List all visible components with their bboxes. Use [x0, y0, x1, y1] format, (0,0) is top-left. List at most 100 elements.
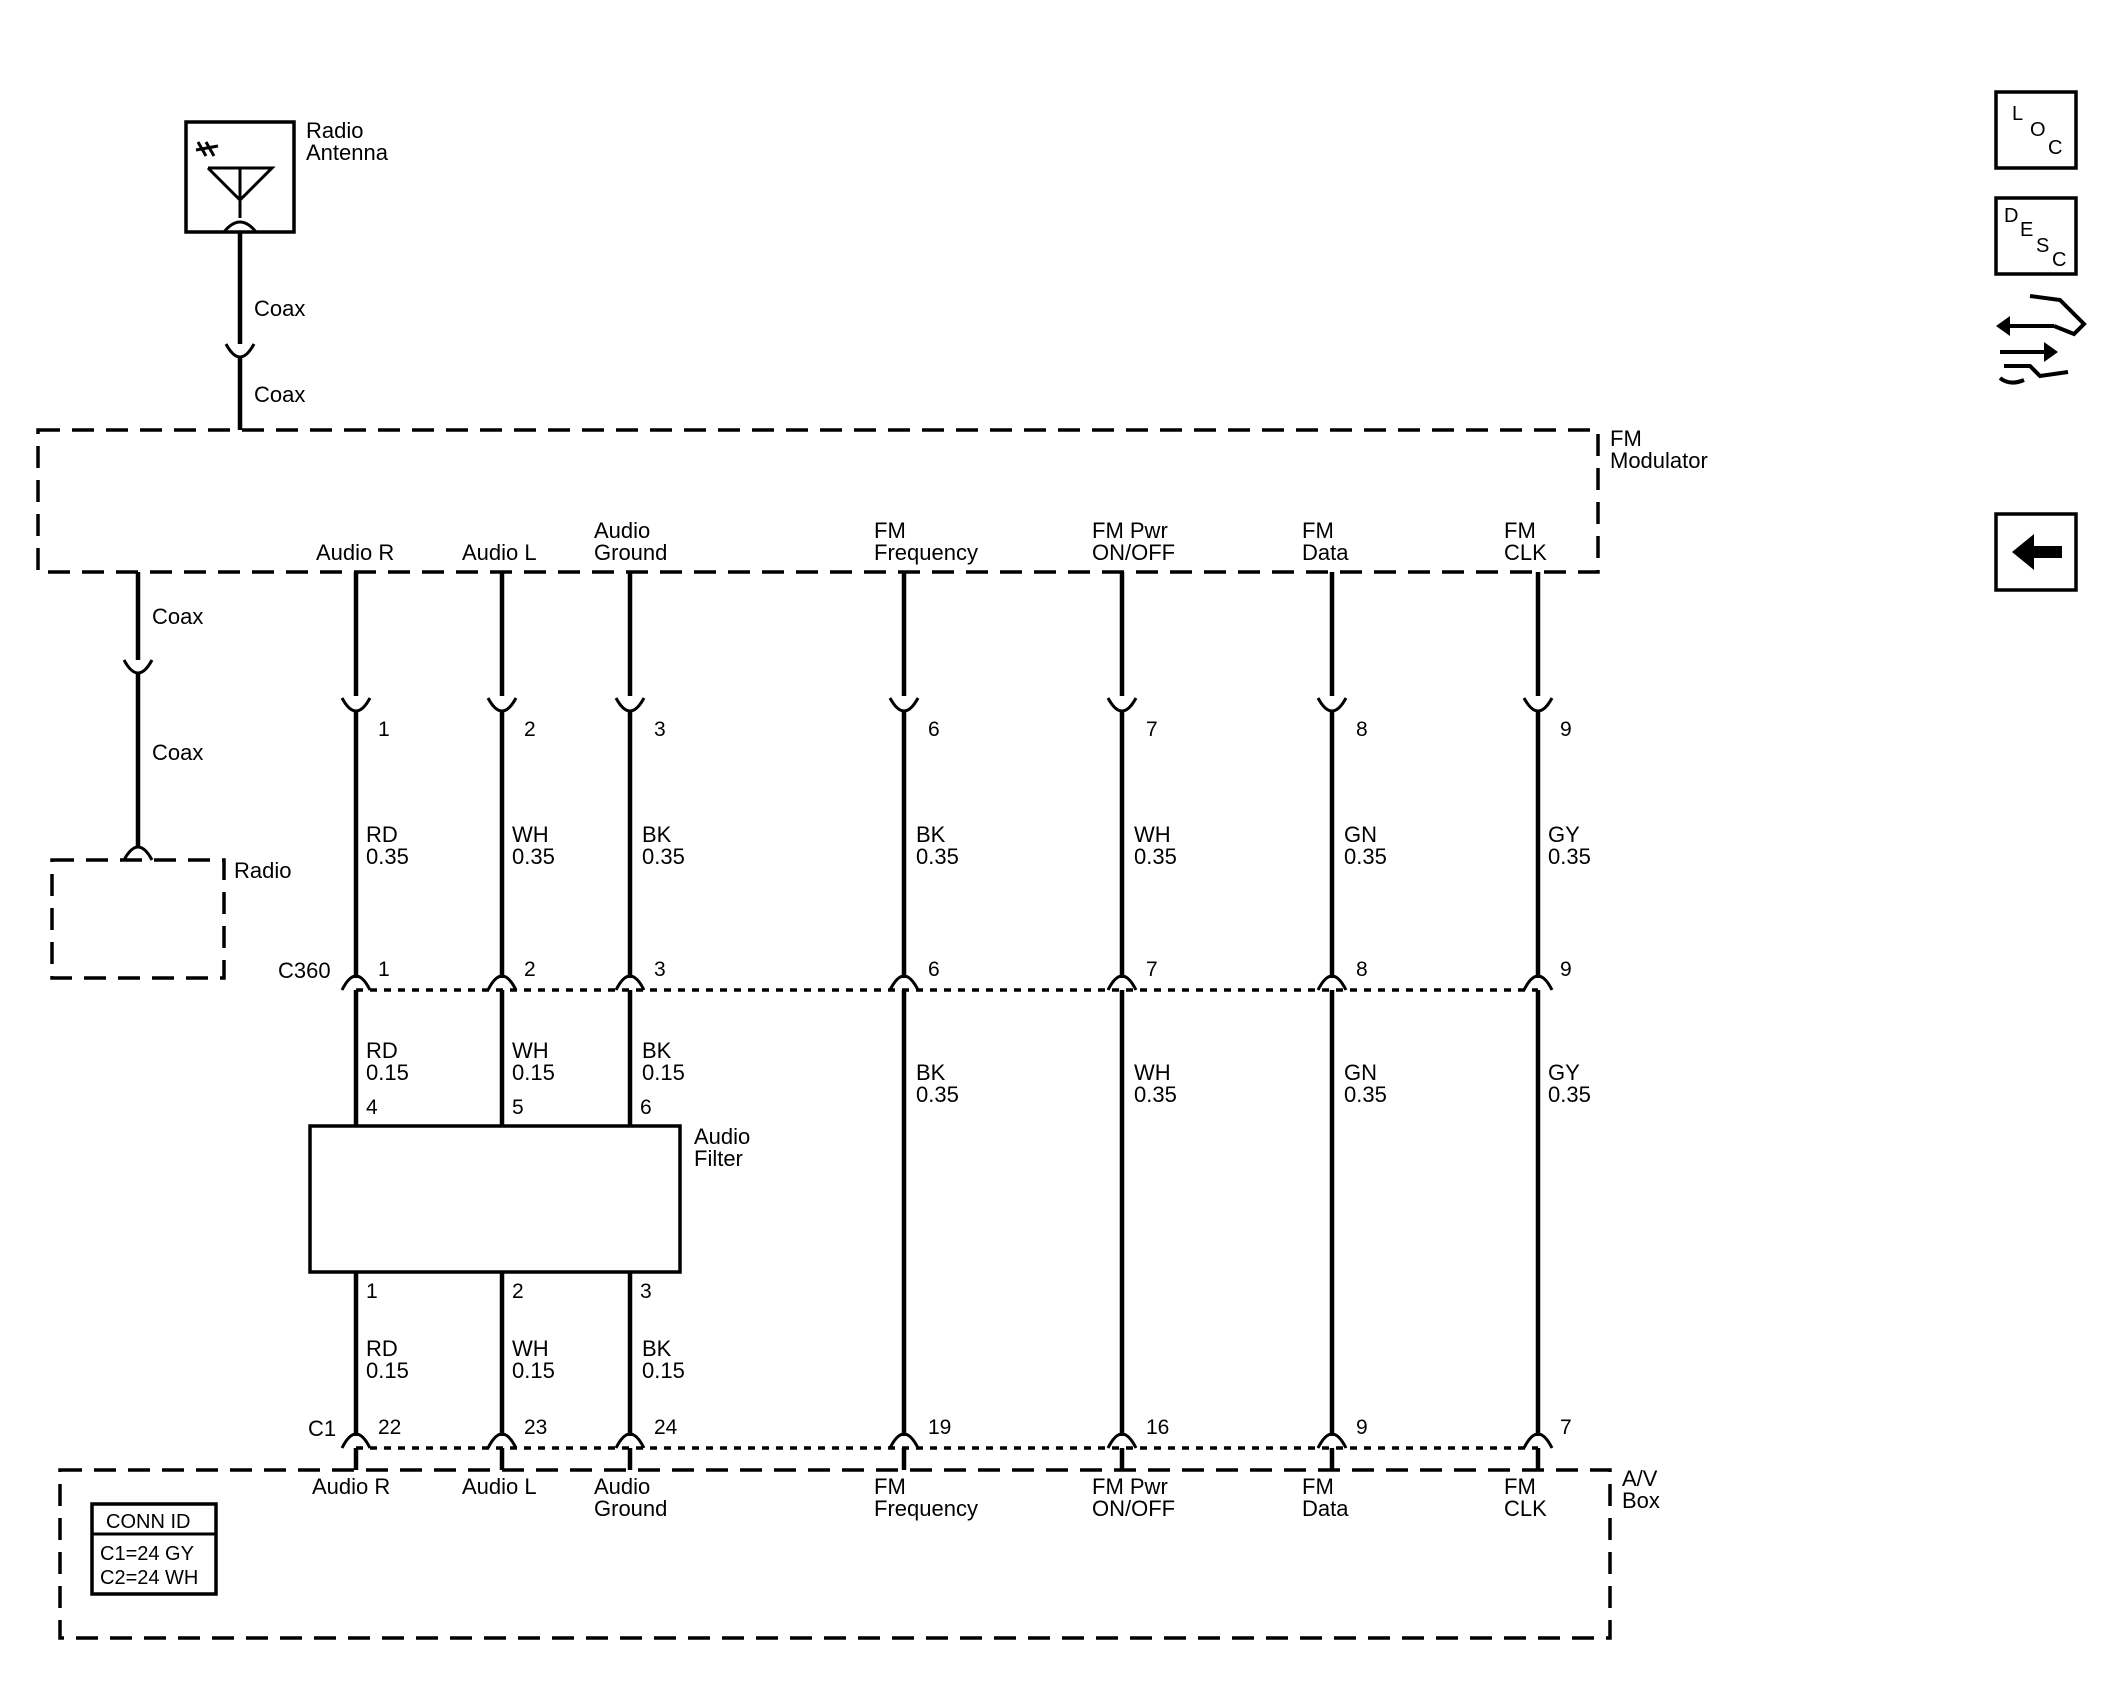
fm-mod-pin-label-2: ON/OFF	[1092, 540, 1175, 565]
av-box-label-2: Box	[1622, 1488, 1660, 1513]
filter-out-pin: 3	[640, 1280, 652, 1303]
av-box-pin-label: Audio R	[312, 1474, 390, 1499]
wire-gauge: 0.35	[366, 844, 409, 869]
wire-color: GN	[1344, 1060, 1377, 1085]
filter-in-pin: 5	[512, 1096, 524, 1119]
wire-color: GY	[1548, 1060, 1580, 1085]
fm-modulator-label-1: FM	[1610, 426, 1642, 451]
filter-in-pin: 6	[640, 1096, 652, 1119]
fm-mod-pin-label-2: CLK	[1504, 540, 1547, 565]
wire-gauge: 0.35	[916, 844, 959, 869]
c1-label: C1	[308, 1416, 336, 1441]
wire-gauge: 0.35	[512, 844, 555, 869]
av-box-pin-label-2: Frequency	[874, 1496, 978, 1521]
desc-button[interactable]: D E S C	[1994, 196, 2078, 276]
wire-gauge: 0.35	[1134, 1082, 1177, 1107]
wire-gauge: 0.15	[512, 1060, 555, 1085]
coax-label-c: Coax	[152, 604, 203, 629]
coax-connector-mid	[122, 659, 154, 675]
circuit-fm-clk: FM CLK 9 GY 0.35 9 GY 0.35 7 FM CLK	[1504, 518, 1591, 1521]
wire-color: GY	[1548, 822, 1580, 847]
av-box-outline	[58, 1468, 1612, 1640]
wire-gauge: 0.15	[642, 1060, 685, 1085]
fm-modulator-label-2: Modulator	[1610, 448, 1708, 473]
wire-color: WH	[512, 822, 549, 847]
av-box-pin-label-1: FM	[1504, 1474, 1536, 1499]
av-box-pin-label-1: FM	[874, 1474, 906, 1499]
fm-modulator-box	[36, 428, 1600, 574]
circuit-fm-frequency: FM Frequency 6 BK 0.35 6 BK 0.35 19 FM F…	[874, 518, 978, 1521]
fm-mod-pin-label: Audio L	[462, 540, 537, 565]
desc-icon[interactable]	[1994, 196, 2078, 276]
component-swap-icon[interactable]	[1996, 294, 2087, 385]
wire-gauge: 0.15	[366, 1060, 409, 1085]
coax-connector-radio	[122, 845, 154, 861]
radio-box	[50, 858, 226, 980]
fm-mod-pin-label-1: FM	[874, 518, 906, 543]
wire-gauge: 0.35	[1344, 844, 1387, 869]
wire-gauge: 0.35	[1548, 844, 1591, 869]
conn-id-title: CONN ID	[106, 1511, 190, 1533]
c360-pin: 9	[1560, 958, 1572, 981]
circuit-fm-data: FM Data 8 GN 0.35 8 GN 0.35 9 FM Data	[1302, 518, 1387, 1521]
c360-pin: 7	[1146, 958, 1158, 981]
conn-id-table: CONN ID C1=24 GY C2=24 WH	[90, 1502, 218, 1596]
svg-text:C: C	[2048, 137, 2062, 159]
radio-label: Radio	[234, 858, 291, 883]
fm-mod-pin-number: 8	[1356, 718, 1368, 741]
c1-pin: 9	[1356, 1416, 1368, 1439]
av-box-pin-label-2: Ground	[594, 1496, 667, 1521]
wire-color: WH	[512, 1336, 549, 1361]
filter-out-pin: 1	[366, 1280, 378, 1303]
fm-mod-pin-label-1: FM	[1504, 518, 1536, 543]
fm-mod-pin-label-1: Audio	[594, 518, 650, 543]
audio-filter-label-2: Filter	[694, 1146, 743, 1171]
wire-color: GN	[1344, 822, 1377, 847]
radio-antenna: Radio Antenna	[184, 118, 389, 234]
filter-out-pin: 2	[512, 1280, 524, 1303]
c1-pin: 19	[928, 1416, 951, 1439]
fm-mod-pin-number: 2	[524, 718, 536, 741]
circuit-audio-ground: Audio Ground 3 BK 0.35 3 BK 0.15 6 3 BK …	[594, 518, 685, 1521]
audio-filter-label-1: Audio	[694, 1124, 750, 1149]
c360-pin: 3	[654, 958, 666, 981]
coax-label-d: Coax	[152, 740, 203, 765]
fm-mod-pin-label-1: FM	[1302, 518, 1334, 543]
c1-pin: 22	[378, 1416, 401, 1439]
fm-mod-pin-label: Audio R	[316, 540, 394, 565]
fm-mod-pin-number: 6	[928, 718, 940, 741]
fm-mod-pin-label-2: Ground	[594, 540, 667, 565]
coax-connector-top	[224, 343, 256, 359]
wire-gauge: 0.35	[916, 1082, 959, 1107]
svg-text:L: L	[2012, 103, 2023, 125]
fm-modulator: FM Modulator	[36, 426, 1708, 574]
fm-mod-pin-number: 1	[378, 718, 390, 741]
wire-color: WH	[1134, 1060, 1171, 1085]
svg-text:D: D	[2004, 205, 2018, 227]
wire-gauge: 0.15	[512, 1358, 555, 1383]
c360-pin: 1	[378, 958, 390, 981]
wire-gauge: 0.35	[1134, 844, 1177, 869]
loc-icon[interactable]	[1994, 90, 2078, 170]
wire-color: WH	[512, 1038, 549, 1063]
av-box-pin-label-1: FM	[1302, 1474, 1334, 1499]
svg-text:S: S	[2036, 235, 2049, 257]
c360-label: C360	[278, 958, 331, 983]
audio-filter-box	[308, 1124, 682, 1274]
wire-color: BK	[642, 1038, 672, 1063]
fm-mod-pin-label-2: Data	[1302, 540, 1349, 565]
av-box-pin-label-2: ON/OFF	[1092, 1496, 1175, 1521]
wire-color: RD	[366, 822, 398, 847]
wire-color: BK	[642, 1336, 672, 1361]
antenna-icon	[195, 141, 276, 233]
c1-pin: 16	[1146, 1416, 1169, 1439]
fm-mod-pin-label-2: Frequency	[874, 540, 978, 565]
av-box-label-1: A/V	[1622, 1466, 1658, 1491]
svg-text:O: O	[2030, 119, 2046, 141]
filter-in-pin: 4	[366, 1096, 378, 1119]
back-button[interactable]	[1994, 512, 2078, 592]
loc-button[interactable]: L O C	[1994, 90, 2078, 170]
circuit-audio-r: Audio R 1 RD 0.35 1 RD 0.15 4 1 RD 0.15 …	[312, 540, 409, 1499]
wire-gauge: 0.35	[1344, 1082, 1387, 1107]
circuit-audio-l: Audio L 2 WH 0.35 2 WH 0.15 5 2 WH 0.15 …	[462, 540, 555, 1499]
